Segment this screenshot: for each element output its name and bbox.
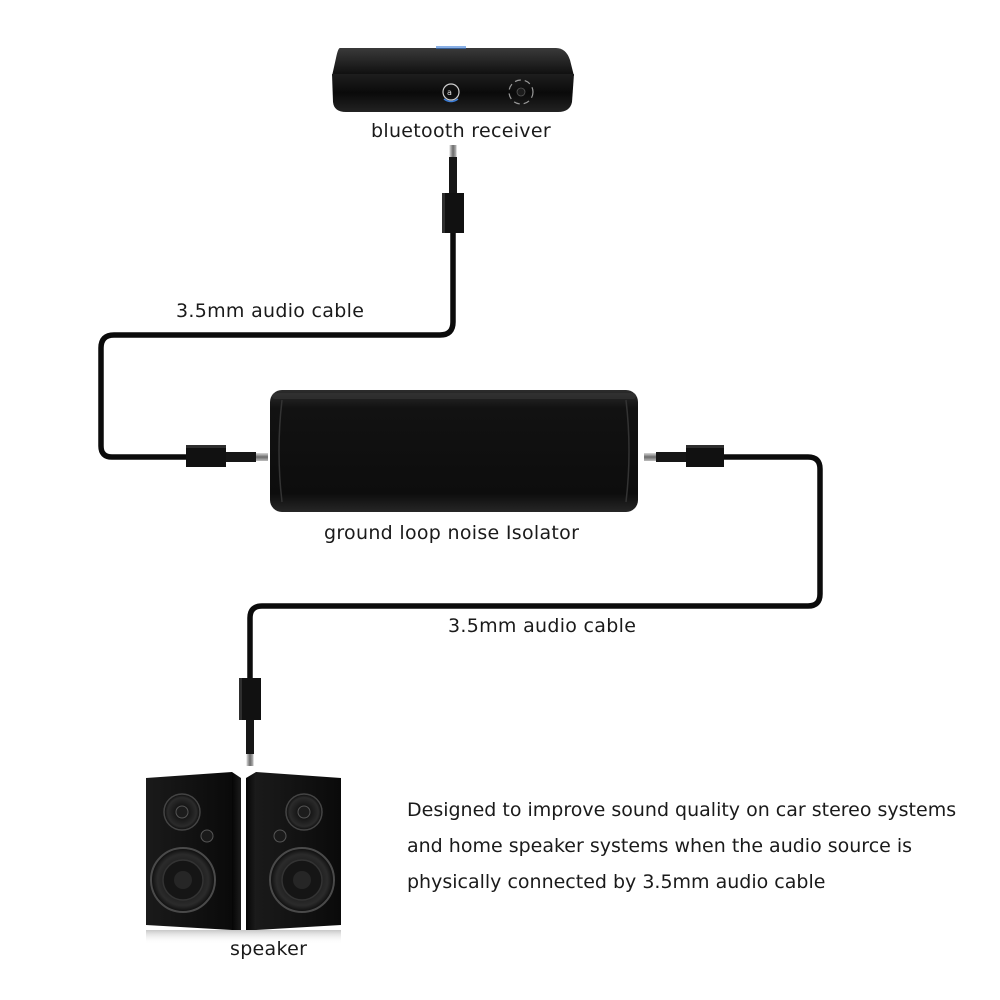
power-icon [442, 83, 460, 101]
audio-cable-bottom [239, 445, 823, 766]
bluetooth-receiver-device: a [332, 46, 574, 112]
audio-cable-top-label: 3.5mm audio cable [176, 300, 365, 322]
control-ring-icon [508, 79, 534, 105]
speaker-left [146, 772, 241, 930]
speaker-right [246, 772, 341, 930]
description-line: physically connected by 3.5mm audio cabl… [407, 871, 826, 893]
product-description: Designed to improve sound quality on car… [407, 792, 987, 900]
bluetooth-receiver-label: bluetooth receiver [371, 120, 551, 142]
description-line: and home speaker systems when the audio … [407, 835, 913, 857]
description-line: Designed to improve sound quality on car… [407, 799, 957, 821]
svg-text:a: a [447, 88, 452, 97]
ground-loop-isolator-label: ground loop noise Isolator [324, 522, 580, 544]
speaker-label: speaker [230, 938, 308, 960]
audio-cable-bottom-label: 3.5mm audio cable [448, 615, 637, 637]
ground-loop-isolator-device [270, 390, 638, 512]
speaker-pair [146, 772, 341, 944]
audio-cable-top [98, 145, 464, 467]
